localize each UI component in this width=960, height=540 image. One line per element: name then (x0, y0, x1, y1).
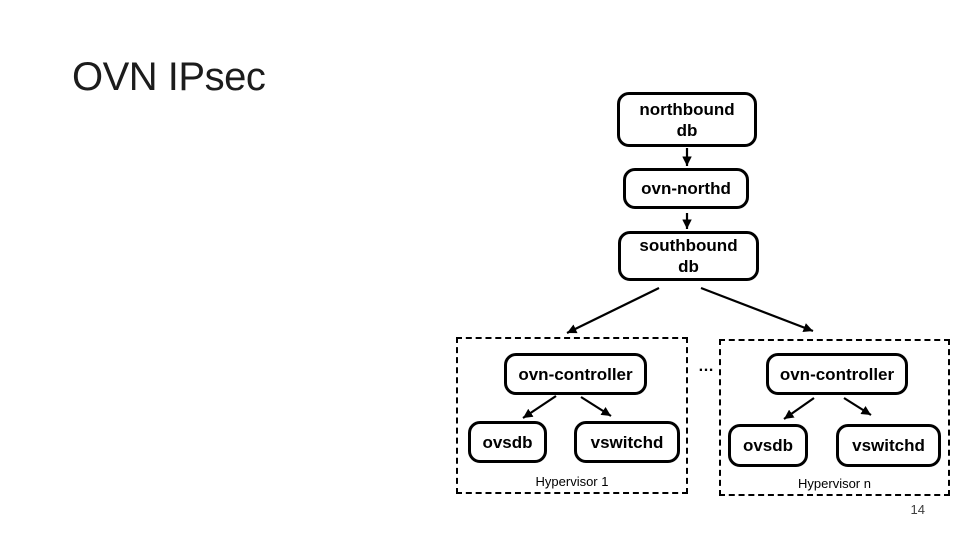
node-ovsdb-label: ovsdb (742, 436, 794, 455)
page-number: 14 (910, 502, 925, 517)
node-ovn-northd-label: ovn-northd (641, 179, 731, 198)
node-ovn-controller-hypervisor1: ovn-controller (504, 353, 647, 395)
node-southbound-db: southbound db (618, 231, 759, 281)
arrow-southbounddb-to-hypervisorn (700, 286, 814, 333)
node-ovn-controller-label: ovn-controller (518, 364, 633, 384)
clusters-ellipsis: … (698, 358, 714, 375)
hypervisor-n-group: Hypervisor n (719, 339, 950, 496)
node-vswitchd-hypervisorn: vswitchd (836, 424, 941, 467)
hypervisor-1-label: Hypervisor 1 (535, 474, 609, 489)
node-ovsdb-label: ovsdb (482, 432, 533, 452)
node-northbound-db: northbound db (617, 92, 757, 147)
slide-title: OVN IPsec (72, 55, 266, 99)
node-vswitchd-hypervisor1: vswitchd (574, 421, 680, 463)
node-ovn-northd: ovn-northd (623, 168, 749, 209)
node-ovn-controller-hypervisorn: ovn-controller (766, 353, 908, 395)
node-ovsdb-hypervisorn: ovsdb (728, 424, 808, 467)
arrow-southbounddb-to-hypervisor1 (566, 287, 660, 334)
node-northbound-db-line1: northbound (639, 99, 735, 119)
node-northbound-db-line2: db (676, 120, 698, 140)
node-vswitchd-label: vswitchd (590, 432, 664, 452)
node-southbound-db-line1: southbound (639, 236, 738, 255)
node-ovsdb-hypervisor1: ovsdb (468, 421, 547, 463)
hypervisor-1-group: Hypervisor 1 (456, 337, 688, 494)
node-vswitchd-label: vswitchd (852, 436, 925, 455)
hypervisor-n-label: Hypervisor n (798, 476, 871, 491)
node-southbound-db-line2: db (678, 257, 699, 276)
node-ovn-controller-label: ovn-controller (779, 364, 895, 384)
